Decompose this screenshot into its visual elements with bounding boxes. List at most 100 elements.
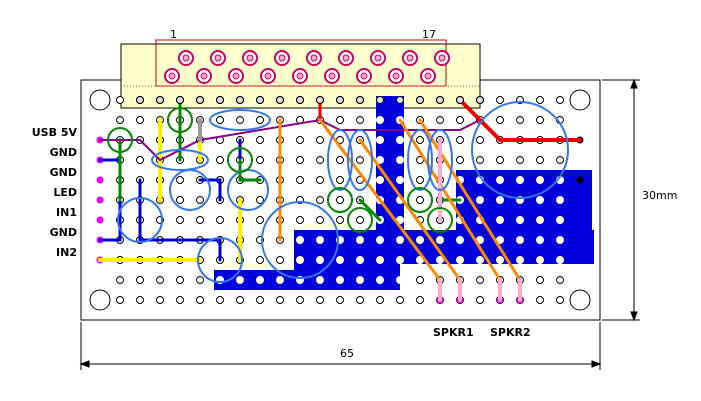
pcb-hole	[136, 116, 144, 124]
pcb-hole	[156, 296, 164, 304]
connector-pin-hole	[232, 72, 240, 80]
pcb-hole	[196, 296, 204, 304]
pcb-hole	[436, 256, 444, 264]
pcb-hole	[336, 256, 344, 264]
header-pad	[396, 96, 404, 104]
pcb-hole	[256, 216, 264, 224]
green-ring	[327, 187, 353, 213]
component-outline	[347, 129, 373, 191]
left-labels: USB 5V GND GND LED IN1 GND IN2	[32, 126, 78, 259]
pcb-hole	[496, 216, 504, 224]
component-outline	[407, 129, 433, 191]
pcb-hole	[416, 136, 424, 144]
pcb-hole	[316, 256, 324, 264]
pcb-hole	[256, 256, 264, 264]
pcb-hole	[276, 276, 284, 284]
pcb-hole	[416, 196, 424, 204]
pcb-hole	[216, 296, 224, 304]
pcb-hole	[376, 176, 384, 184]
pcb-hole	[196, 196, 204, 204]
pcb-hole	[296, 296, 304, 304]
filled-pad	[576, 176, 584, 184]
header-pad	[316, 96, 324, 104]
connector-pin-hole	[424, 72, 432, 80]
pcb-hole	[316, 156, 324, 164]
pcb-hole	[556, 296, 564, 304]
header-pad	[376, 96, 384, 104]
pcb-hole	[556, 96, 564, 104]
pcb-hole	[136, 276, 144, 284]
header-pad	[236, 96, 244, 104]
pcb-hole	[536, 116, 544, 124]
pcb-hole	[116, 296, 124, 304]
pcb-hole	[196, 216, 204, 224]
wire-orange	[318, 118, 442, 282]
component-outline	[197, 237, 243, 283]
connector-pin-hole	[374, 54, 382, 62]
pcb-hole	[556, 156, 564, 164]
label-led: LED	[53, 186, 77, 199]
pcb-hole	[476, 156, 484, 164]
pcb-hole	[396, 256, 404, 264]
pcb-hole	[296, 176, 304, 184]
connector-pin-hole	[392, 72, 400, 80]
pcb-hole	[516, 156, 524, 164]
connector-pin-hole	[296, 72, 304, 80]
pcb-hole	[536, 176, 544, 184]
pcb-hole	[536, 216, 544, 224]
pcb-hole	[296, 216, 304, 224]
pcb-hole	[336, 176, 344, 184]
header-pad	[356, 96, 364, 104]
green-ring	[167, 107, 193, 133]
component-outline	[471, 101, 569, 199]
connector-pin-hole	[264, 72, 272, 80]
connector-pin-hole	[342, 54, 350, 62]
pcb-hole	[476, 256, 484, 264]
component-outline	[427, 129, 453, 191]
pcb-hole	[476, 196, 484, 204]
wires	[98, 98, 582, 302]
header-pad	[156, 96, 164, 104]
label-pad	[96, 196, 104, 204]
pcb-hole	[416, 236, 424, 244]
pcb-hole	[396, 236, 404, 244]
pcb-hole	[556, 236, 564, 244]
pcb-hole	[256, 196, 264, 204]
pcb-hole	[556, 276, 564, 284]
header-pad	[176, 96, 184, 104]
pcb-hole	[216, 156, 224, 164]
dimension-height-label: 30mm	[642, 189, 677, 202]
pcb-hole	[396, 296, 404, 304]
component-outline	[117, 197, 163, 243]
pcb-hole	[296, 156, 304, 164]
pcb-hole	[536, 276, 544, 284]
connector-pin-hole	[438, 54, 446, 62]
pcb-hole	[556, 216, 564, 224]
pcb-hole	[336, 116, 344, 124]
pcb-hole	[516, 176, 524, 184]
header-pad	[456, 96, 464, 104]
pcb-hole	[316, 216, 324, 224]
connector-pin-hole	[406, 54, 414, 62]
pcb-hole	[456, 156, 464, 164]
connector-pin-hole	[200, 72, 208, 80]
label-gnd-2: GND	[50, 166, 77, 179]
pcb-hole	[536, 196, 544, 204]
pcb-hole	[356, 156, 364, 164]
component-outline	[327, 129, 353, 191]
mounting-hole-tr	[569, 89, 591, 111]
pcb-hole	[136, 156, 144, 164]
pcb-hole	[316, 276, 324, 284]
header-pad	[476, 96, 484, 104]
green-rings	[107, 107, 453, 233]
wire-blue	[138, 178, 222, 262]
pcb-hole	[476, 296, 484, 304]
component-outline	[261, 201, 339, 279]
pcb-hole	[496, 116, 504, 124]
pcb-hole	[376, 296, 384, 304]
pcb-hole	[316, 196, 324, 204]
pcb-hole	[396, 176, 404, 184]
dimension-height	[602, 78, 640, 322]
pcb-hole	[516, 116, 524, 124]
